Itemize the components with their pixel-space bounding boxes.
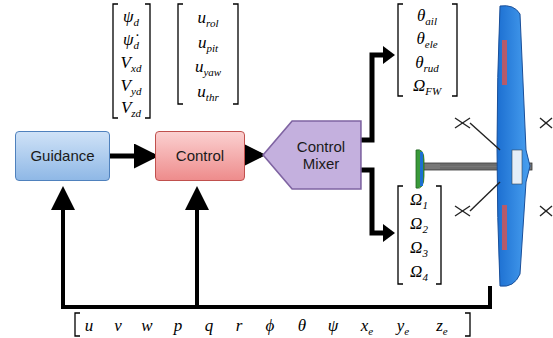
signal-name: θail	[417, 7, 437, 24]
signal-name: θele	[416, 30, 437, 47]
signal-arrow	[245, 153, 261, 158]
signal-name: Ω1	[410, 191, 428, 208]
state-variable: ϕ	[266, 317, 275, 334]
node-label: Control Mixer	[286, 138, 356, 173]
signal-arrow	[110, 154, 154, 159]
aircraft	[416, 6, 552, 287]
node-label: Control	[176, 147, 224, 164]
signal-name: Vzd	[121, 99, 141, 116]
signal-name: θrud	[415, 54, 439, 71]
signal-name: upit	[198, 34, 218, 51]
signal-name: uyaw	[195, 58, 221, 75]
feedback-line	[63, 190, 490, 307]
signal-name: uthr	[197, 83, 218, 100]
signal-name: ψ̇d	[123, 31, 139, 48]
arrow-head	[383, 224, 395, 242]
signal-name: Ω4	[410, 263, 428, 280]
signal-name: Ω3	[410, 239, 428, 256]
signal-name: urol	[198, 9, 219, 26]
node-label: Guidance	[30, 147, 94, 164]
state-variable: ye	[397, 317, 409, 334]
signal-name: Ω2	[410, 215, 428, 232]
signal-name: ΩFW	[413, 77, 441, 94]
mixer-shape: Control Mixer	[262, 120, 362, 190]
signal-name: Vxd	[121, 54, 142, 71]
vector-brackets	[75, 4, 470, 336]
state-variable: w	[141, 317, 152, 334]
process-box: Control	[155, 131, 245, 181]
state-variable: q	[205, 317, 214, 334]
state-variable: v	[114, 317, 122, 334]
state-variable: u	[85, 317, 94, 334]
state-variable: p	[174, 317, 183, 334]
arrow-head	[383, 46, 395, 64]
process-box: Guidance	[15, 131, 110, 181]
state-variable: r	[236, 317, 243, 334]
state-variable: xe	[361, 317, 373, 334]
state-variable: ψ	[328, 317, 339, 334]
state-variable: ze	[436, 317, 448, 334]
signal-name: Vyd	[121, 77, 142, 94]
state-variable: θ	[298, 317, 306, 334]
signal-name: ψd	[123, 8, 139, 25]
